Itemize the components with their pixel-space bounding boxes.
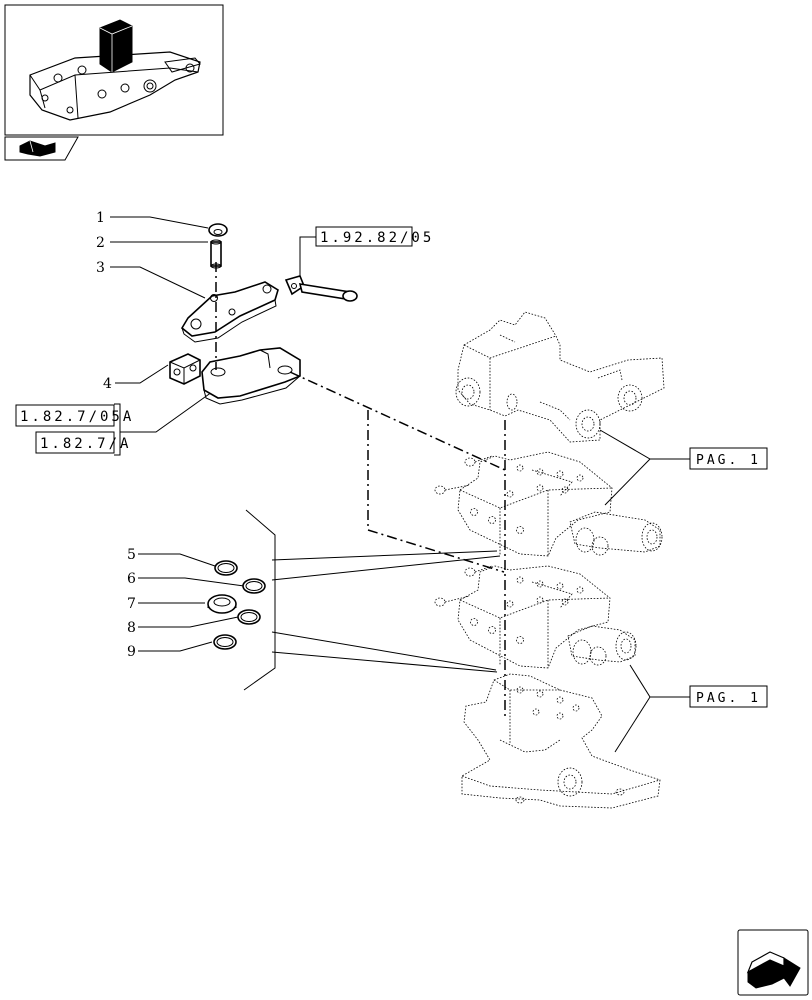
callout-leaders — [110, 216, 245, 652]
pag-label-upper: PAG. 1 — [696, 453, 761, 468]
lever-arm — [201, 347, 301, 405]
valve-section-lower — [434, 565, 637, 669]
callout-1: 1 — [96, 210, 105, 226]
leader-line — [604, 458, 651, 506]
part-5-o-ring — [214, 560, 238, 576]
callout-4: 4 — [103, 376, 112, 392]
leader-line — [120, 391, 213, 433]
bracket — [114, 403, 121, 456]
assembly-line — [367, 410, 505, 573]
callout-8: 8 — [127, 620, 136, 636]
part-4-block — [169, 353, 201, 385]
book-hand-icon[interactable] — [4, 136, 79, 161]
assembly-line — [289, 371, 506, 471]
connecting-rod — [284, 275, 358, 302]
reference-label-left-2: 1.82.7/A — [40, 436, 131, 452]
reference-label-left-1: 1.82.7/05A — [20, 409, 134, 425]
callout-5: 5 — [127, 547, 136, 563]
assembly-thumbnail-icon — [29, 19, 201, 121]
next-page-arrow-icon[interactable] — [737, 929, 809, 996]
pag-label-lower: PAG. 1 — [696, 691, 761, 706]
reference-box-left-1[interactable]: 1.82.7/05A — [15, 404, 134, 427]
leader-line — [299, 236, 316, 276]
leader-line — [614, 696, 651, 753]
callout-3: 3 — [96, 260, 105, 276]
leader-line — [599, 429, 690, 460]
part-7-seal — [207, 594, 237, 614]
pag-box-lower[interactable]: PAG. 1 — [689, 685, 768, 708]
seal-bracket-lines — [243, 509, 501, 691]
callout-2: 2 — [96, 235, 105, 251]
reference-label-top: 1.92.82/05 — [320, 230, 434, 246]
part-6-o-ring — [242, 578, 266, 594]
valve-section-upper — [434, 451, 663, 557]
reference-box-left-2[interactable]: 1.82.7/A — [35, 431, 131, 454]
callout-7: 7 — [127, 596, 136, 612]
reference-box-top[interactable]: 1.92.82/05 — [315, 226, 434, 247]
part-8-o-ring — [237, 609, 261, 625]
part-9-o-ring — [213, 634, 237, 650]
part-3-lever — [180, 281, 279, 343]
pag-box-upper[interactable]: PAG. 1 — [689, 447, 768, 470]
thumbnail-panel[interactable] — [4, 4, 224, 136]
callout-6: 6 — [127, 571, 136, 587]
leader-line — [629, 664, 690, 698]
upper-housing — [455, 311, 665, 443]
base-plate — [461, 673, 661, 809]
callout-9: 9 — [127, 644, 136, 660]
part-1-clip — [208, 223, 228, 237]
